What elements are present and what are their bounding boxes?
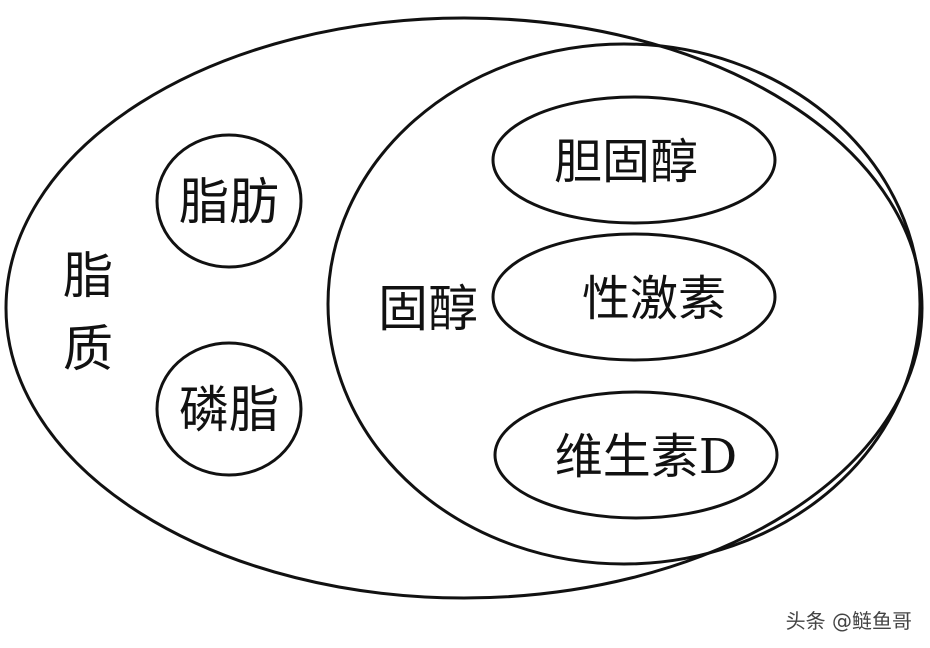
vitamin-d-ellipse [493,390,779,520]
steroid-label: 固醇 [378,280,478,338]
lipid-outer-ellipse [4,16,924,600]
cholesterol-label: 胆固醇 [554,134,698,190]
watermark-text: 头条 @鲢鱼哥 [786,609,912,633]
lipid-label-line2: 质 [63,320,113,378]
lipid-label-line1: 脂 [63,247,113,305]
sex-hormone-ellipse [491,232,777,362]
steroid-ellipse [326,42,922,566]
vitamin-d-label: 维生素D [555,429,738,485]
fat-label: 脂肪 [179,173,279,231]
cholesterol-ellipse [491,95,777,225]
sex-hormone-label: 性激素 [582,271,726,327]
fat-circle [155,133,303,269]
phospholipid-label: 磷脂 [179,381,279,439]
phospholipid-circle [155,341,303,477]
